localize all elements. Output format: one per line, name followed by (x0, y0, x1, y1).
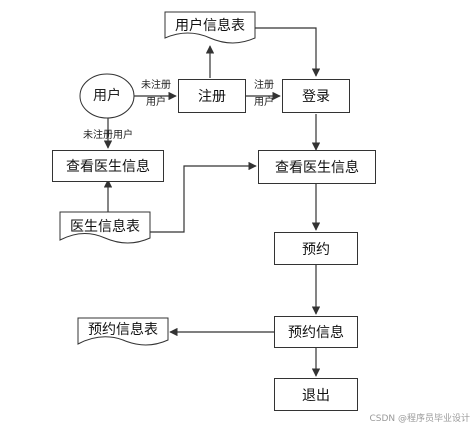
edge-label-registered-1: 注册 (254, 80, 274, 91)
appointment-box: 预约 (274, 232, 358, 265)
edge-label-registered-2: 用户 (254, 97, 274, 108)
edge-usertable-login (255, 27, 321, 77)
appointment-info-box: 预约信息 (274, 316, 358, 348)
view-doctor-info-left-box: 查看医生信息 (52, 150, 164, 182)
logout-box: 退出 (274, 378, 358, 411)
connectors (103, 27, 321, 377)
edge-label-unregistered-2: 用户 (146, 97, 166, 108)
user-node-label: 用户 (93, 88, 121, 104)
edge-label-unregistered-1: 未注册 (141, 80, 171, 91)
user-info-table-label: 用户信息表 (175, 17, 245, 34)
user-node-circle (79, 73, 135, 119)
user-info-table-doc: 用户信息表 (164, 11, 256, 44)
doctor-info-table-doc: 医生信息表 (59, 211, 151, 244)
watermark: CSDN @程序员毕业设计 (369, 414, 470, 424)
appointment-info-table-label: 预约信息表 (88, 321, 158, 338)
edge-doctortable-viewdoctormain (150, 161, 257, 233)
doctor-info-table-label: 医生信息表 (70, 218, 140, 235)
edge-label-unregistered-down: 未注册用户 (83, 130, 133, 141)
appointment-info-table-doc: 预约信息表 (77, 317, 169, 346)
register-box: 注册 (178, 79, 246, 113)
login-box: 登录 (282, 79, 350, 113)
view-doctor-info-main-box: 查看医生信息 (258, 150, 376, 184)
